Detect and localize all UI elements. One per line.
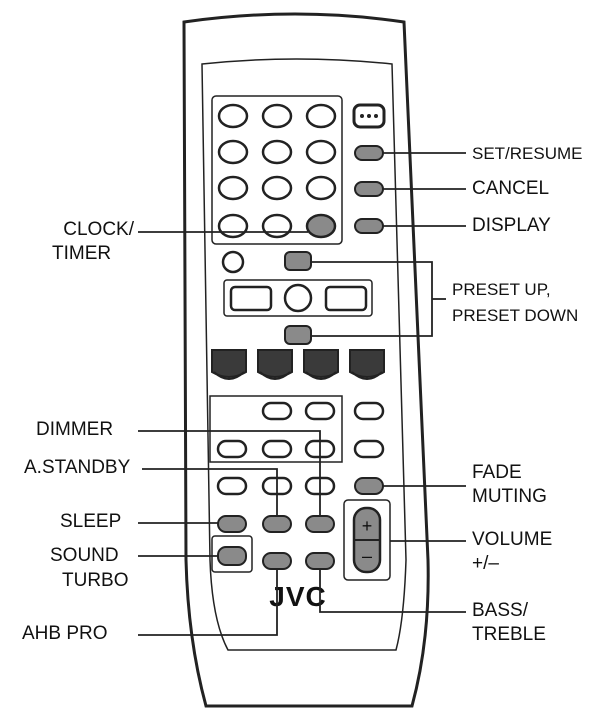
bass-treble-key[interactable]	[305, 552, 335, 570]
sleep-key[interactable]	[217, 515, 247, 533]
callout-bass: BASS/	[472, 600, 528, 621]
number-key[interactable]	[261, 213, 293, 239]
number-key-group-outline	[211, 95, 343, 245]
function-key[interactable]	[353, 401, 385, 421]
callout-ahb-pro: AHB PRO	[22, 623, 108, 644]
leader-a-standby	[142, 468, 278, 516]
function-key[interactable]	[216, 476, 248, 496]
number-key[interactable]	[217, 175, 249, 201]
small-round-key[interactable]	[221, 250, 245, 274]
leader-ahb-pro	[138, 569, 278, 636]
sound-turbo-frame	[211, 535, 253, 573]
transport-key-left[interactable]	[229, 285, 273, 312]
callout-a-standby: A.STANDBY	[24, 457, 131, 478]
ellipsis-icon	[360, 114, 378, 118]
volume-minus-glyph: –	[362, 546, 372, 566]
a-standby-key[interactable]	[262, 515, 292, 533]
source-key[interactable]	[257, 349, 293, 378]
ahb-pro-key[interactable]	[262, 552, 292, 570]
source-keys	[211, 349, 385, 378]
transport-key-center[interactable]	[283, 283, 313, 313]
leader-dimmer	[138, 430, 321, 516]
source-key[interactable]	[211, 349, 247, 378]
lower-key-group-outline	[209, 395, 343, 463]
number-key[interactable]	[305, 103, 337, 129]
source-key[interactable]	[303, 349, 339, 378]
remote-panel-outline	[201, 58, 407, 651]
number-key[interactable]	[261, 139, 293, 165]
function-key[interactable]	[353, 439, 385, 459]
sound-turbo-key[interactable]	[217, 546, 247, 566]
number-key[interactable]	[305, 175, 337, 201]
callout-sound: SOUND	[50, 545, 119, 566]
number-key[interactable]	[261, 175, 293, 201]
callout-sleep: SLEEP	[60, 511, 122, 532]
number-key[interactable]	[305, 139, 337, 165]
callout-fade: FADE	[472, 462, 522, 483]
display-key[interactable]	[354, 218, 384, 234]
function-key[interactable]	[261, 439, 293, 459]
callout-cancel: CANCEL	[472, 178, 550, 199]
leader-bass-treble	[319, 569, 466, 613]
clock-timer-key[interactable]	[305, 213, 337, 239]
fade-muting-key[interactable]	[354, 477, 384, 495]
transport-key-right[interactable]	[324, 285, 368, 312]
number-key[interactable]	[217, 213, 249, 239]
function-key[interactable]	[216, 439, 248, 459]
volume-plus-glyph: +	[362, 516, 373, 536]
brand-logo: JVC	[269, 581, 326, 612]
callout-volume-sign: +/–	[472, 553, 499, 574]
number-keys	[217, 103, 337, 239]
dimmer-key[interactable]	[305, 515, 335, 533]
preset-down-key[interactable]	[284, 325, 312, 345]
callout-muting: MUTING	[472, 486, 547, 507]
callout-dimmer: DIMMER	[36, 419, 114, 440]
callout-display: DISPLAY	[472, 215, 551, 236]
callout-preset-up: PRESET UP,	[452, 280, 551, 299]
volume-frame	[343, 499, 391, 581]
callout-clock: CLOCK/	[63, 219, 134, 240]
number-key[interactable]	[261, 103, 293, 129]
callout-timer: TIMER	[52, 243, 112, 264]
callout-preset-down: PRESET DOWN	[452, 306, 579, 325]
transport-group-outline	[223, 279, 373, 317]
cancel-key[interactable]	[354, 181, 384, 197]
callout-turbo: TURBO	[62, 570, 129, 591]
number-key[interactable]	[217, 139, 249, 165]
callout-set-resume: SET/RESUME	[472, 144, 583, 163]
callout-treble: TREBLE	[472, 624, 546, 645]
leader-lines	[138, 152, 466, 636]
callout-volume: VOLUME	[472, 529, 553, 550]
set-resume-key[interactable]	[354, 145, 384, 161]
function-key[interactable]	[304, 401, 336, 421]
preset-up-key[interactable]	[284, 251, 312, 271]
number-key[interactable]	[217, 103, 249, 129]
function-key[interactable]	[261, 401, 293, 421]
source-key[interactable]	[349, 349, 385, 378]
